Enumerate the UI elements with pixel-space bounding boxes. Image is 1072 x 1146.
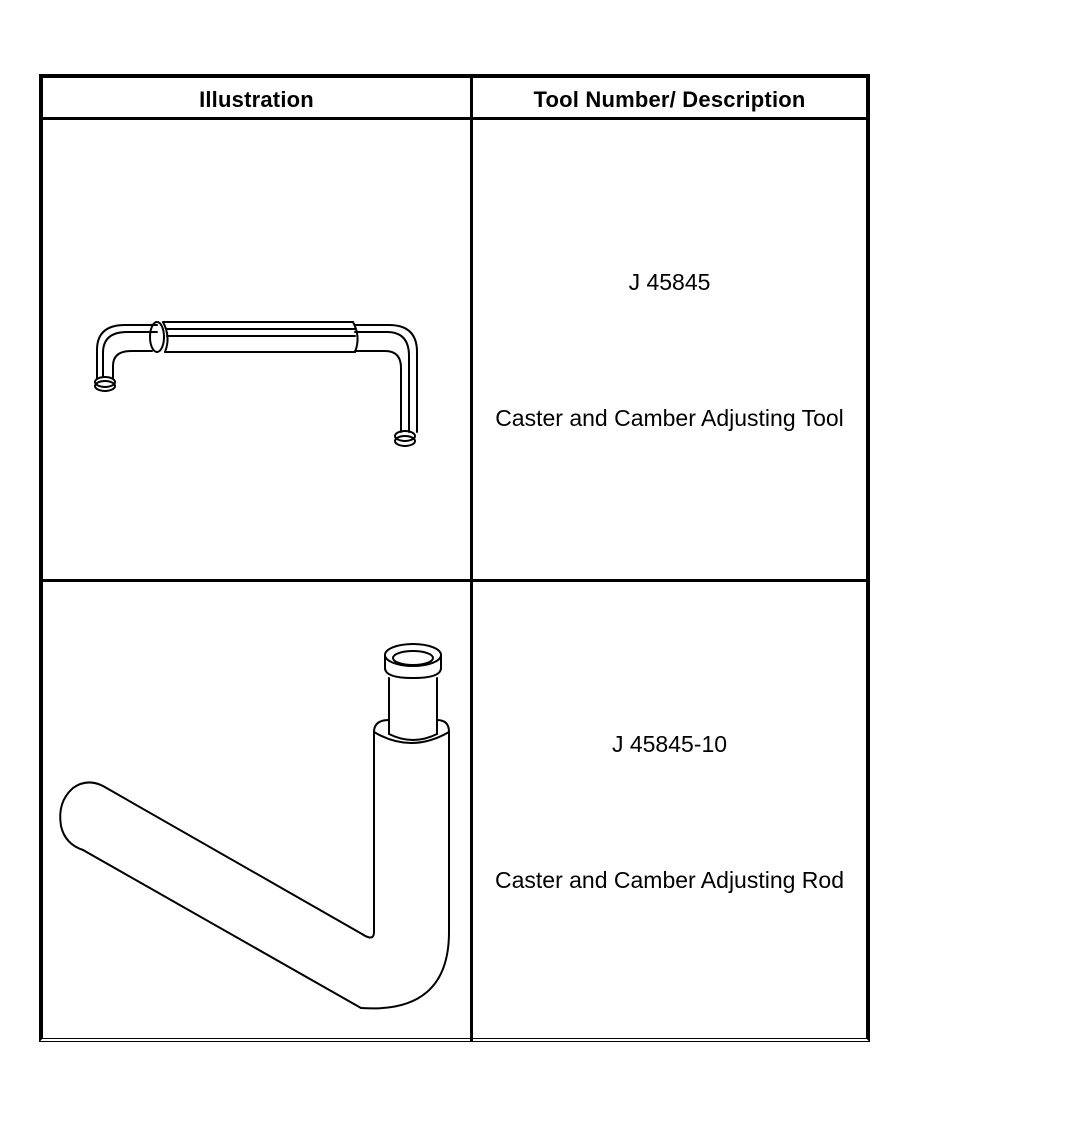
header-cell-tool-number: Tool Number/ Description bbox=[473, 78, 866, 117]
tool-number: J 45845 bbox=[628, 269, 711, 295]
tool-description: Caster and Camber Adjusting Rod bbox=[494, 867, 845, 893]
table-row: J 45845 Caster and Camber Adjusting Tool bbox=[43, 120, 866, 582]
illustration-cell bbox=[43, 120, 473, 579]
header-illustration: Illustration bbox=[199, 87, 314, 112]
description-cell: J 45845-10 Caster and Camber Adjusting R… bbox=[473, 582, 866, 1042]
caster-camber-adjusting-rod-icon bbox=[59, 643, 450, 1010]
table-row: J 45845-10 Caster and Camber Adjusting R… bbox=[43, 582, 866, 1042]
tool-number: J 45845-10 bbox=[611, 731, 728, 757]
tool-table: Illustration Tool Number/ Description bbox=[39, 74, 870, 1042]
description-cell: J 45845 Caster and Camber Adjusting Tool bbox=[473, 120, 866, 579]
header-tool-number-description: Tool Number/ Description bbox=[533, 87, 806, 112]
header-cell-illustration: Illustration bbox=[43, 78, 473, 117]
caster-camber-adjusting-tool-icon bbox=[94, 321, 418, 447]
table-header-row: Illustration Tool Number/ Description bbox=[43, 78, 866, 120]
tool-description: Caster and Camber Adjusting Tool bbox=[495, 405, 844, 431]
illustration-cell bbox=[43, 582, 473, 1042]
